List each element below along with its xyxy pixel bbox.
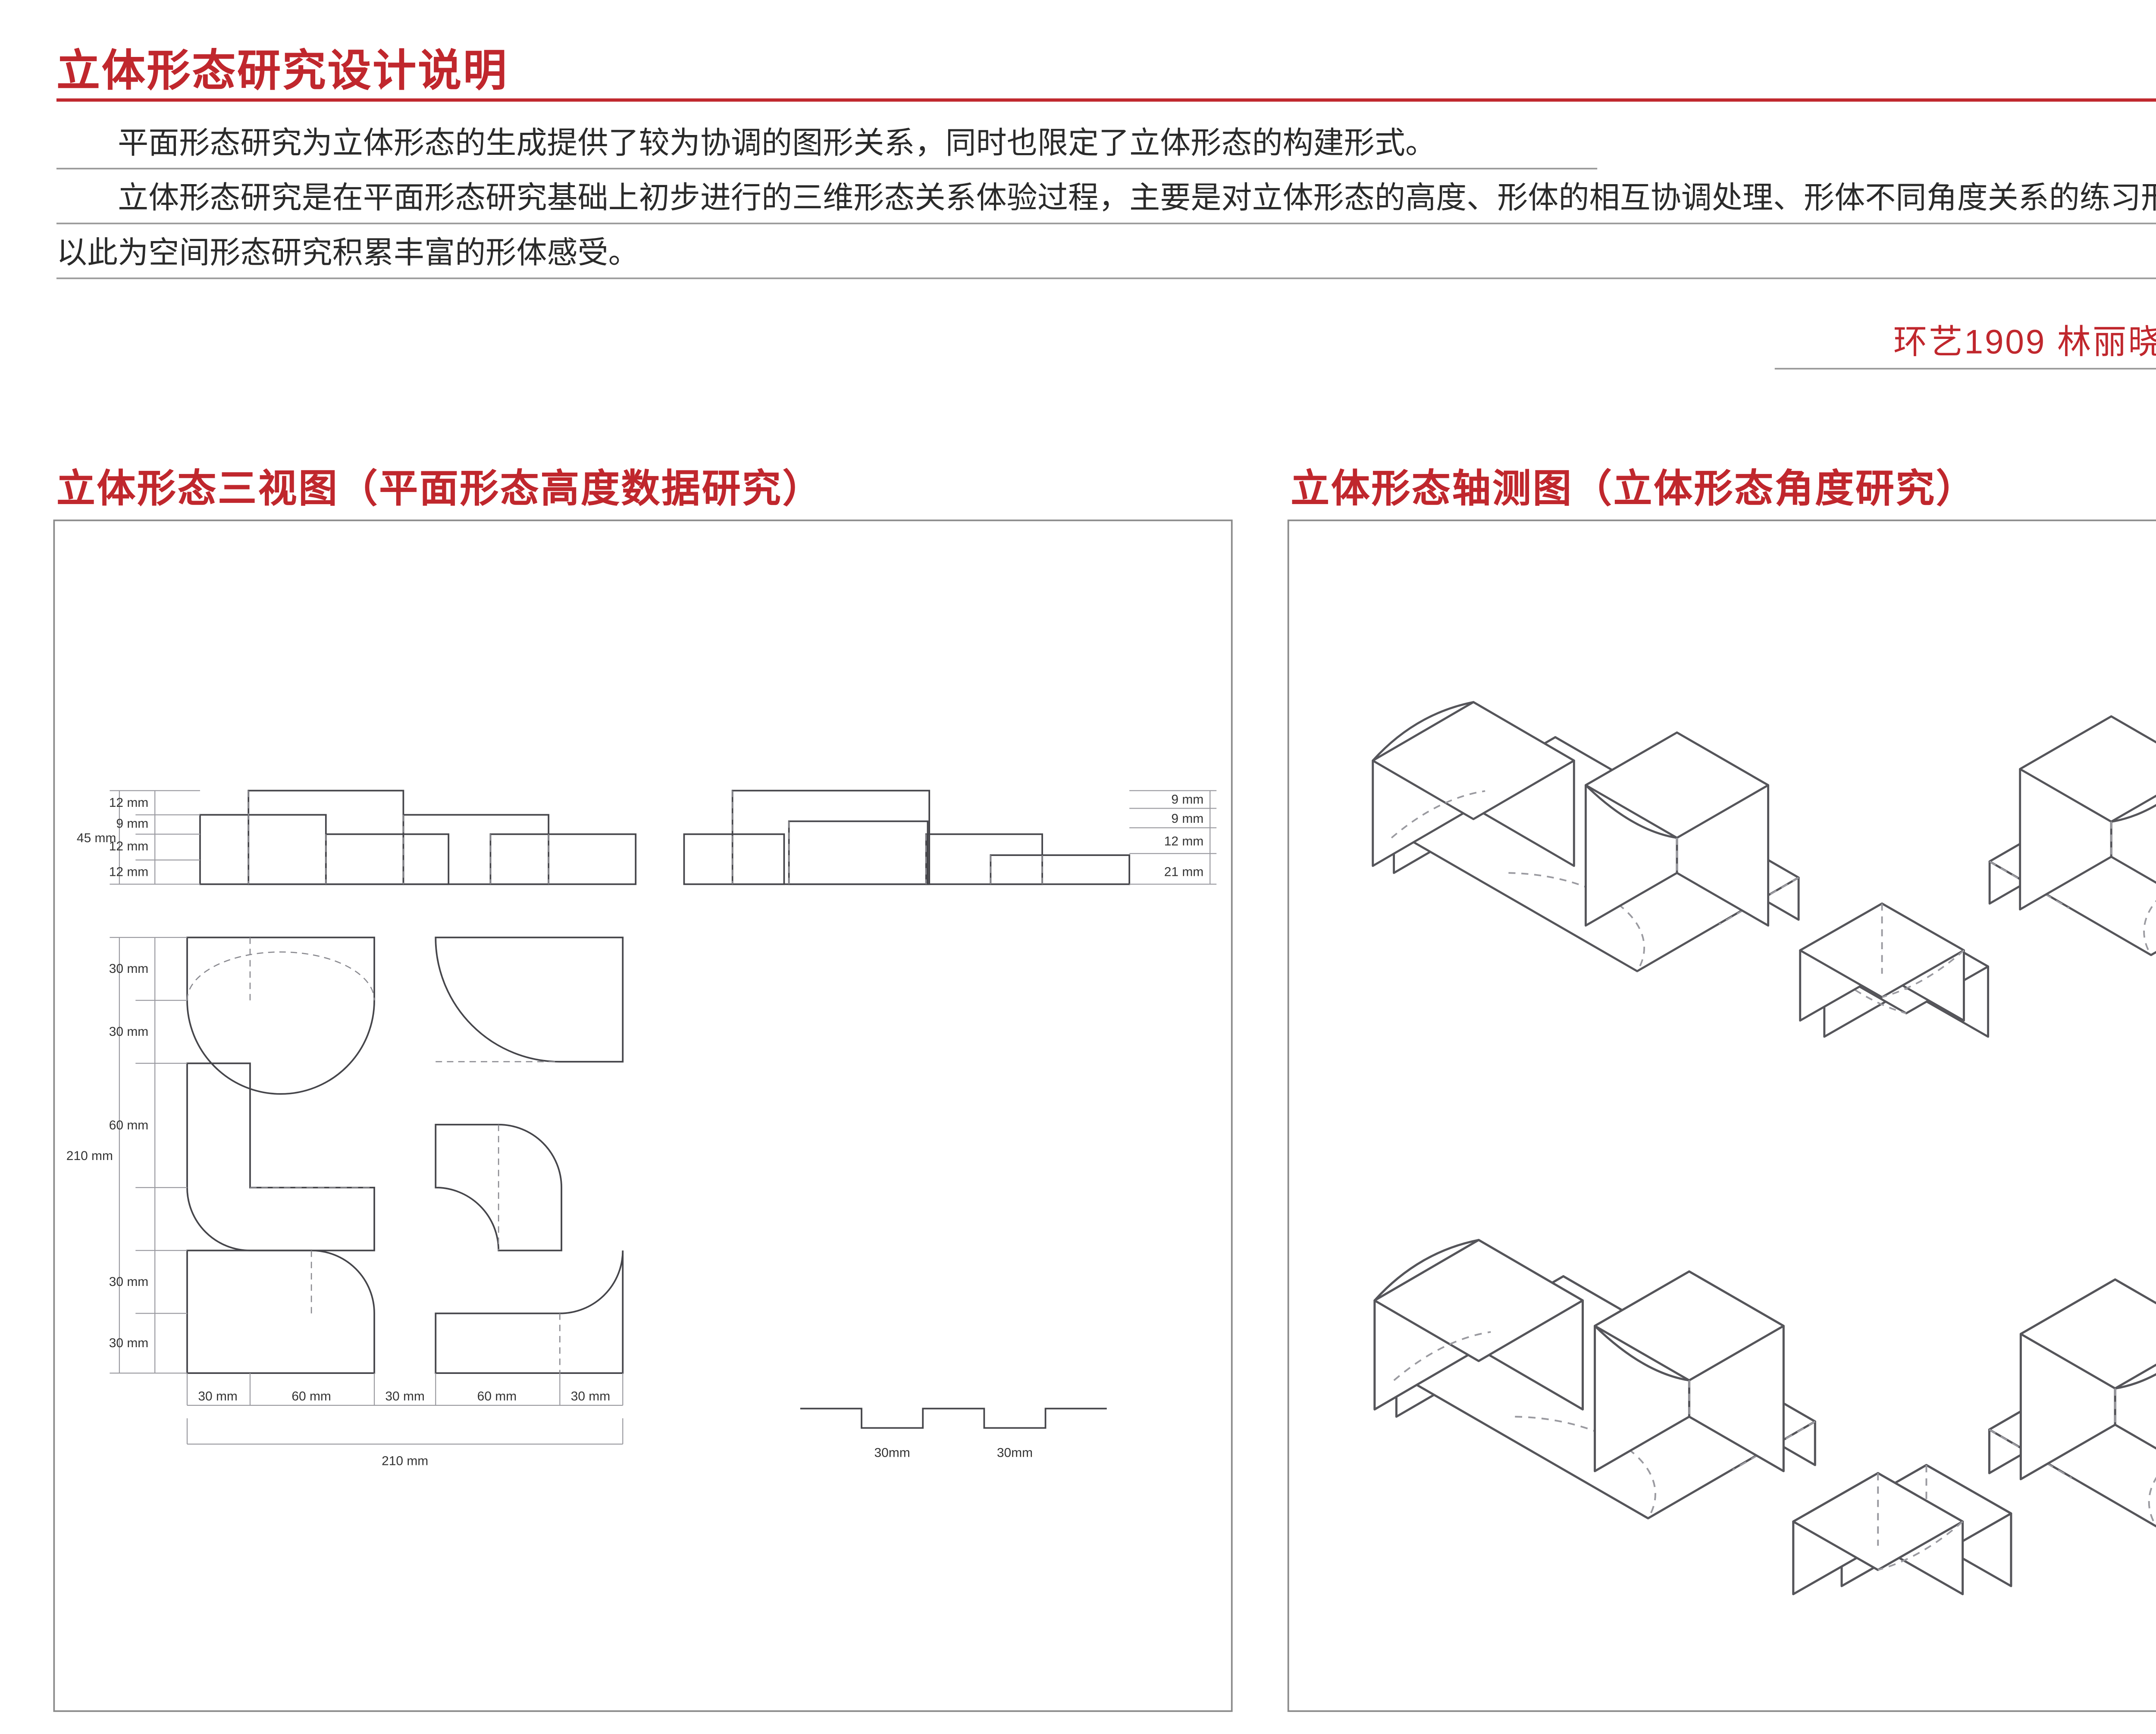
intro-paragraph-1: 平面形态研究为立体形态的生成提供了较为协调的图形关系，同时也限定了立体形态的构建…	[118, 127, 1436, 162]
front-elevation-drawing	[199, 790, 637, 885]
dimension-label: 21 mm	[1164, 865, 1203, 879]
dimension-label: 45 mm	[77, 831, 116, 845]
dimension-label: 60 mm	[477, 1389, 517, 1404]
dimension-label: 9 mm	[116, 816, 148, 831]
dimension-label: 12 mm	[109, 865, 148, 879]
intro-paragraph-2-line-2: 以此为空间形态研究积累丰富的形体感受。	[56, 237, 639, 271]
side-elevation-drawing	[683, 790, 1130, 885]
dimension-label: 9 mm	[1171, 792, 1203, 806]
author-byline: 环艺1909 林丽晓 201940407	[1893, 324, 2156, 362]
dimension-label: 9 mm	[1171, 812, 1203, 826]
title-rule	[56, 98, 2156, 102]
section-title-axonometric: 立体形态轴测图（立体形态角度研究）	[1291, 468, 1977, 512]
front-elevation-dimensions: 12 mm 9 mm 12 mm 12 mm 45 mm	[77, 790, 200, 885]
dimension-label: 30 mm	[198, 1389, 237, 1404]
plan-view-drawing	[186, 936, 624, 1374]
orthographic-drawing-canvas: 12 mm 9 mm 12 mm 12 mm 45 mm 9 mm 9 mm 1…	[66, 790, 1217, 1468]
section-title-orthographic: 立体形态三视图（平面形态高度数据研究）	[56, 468, 823, 512]
dimension-label: 30 mm	[109, 1275, 148, 1289]
dimension-label: 30 mm	[385, 1389, 424, 1404]
text-rule-2	[56, 223, 2156, 225]
dimension-label: 12 mm	[109, 796, 148, 810]
text-rule-1	[56, 168, 1598, 169]
axonometric-drawing-canvas	[1289, 521, 2156, 1711]
profile-drawing	[800, 1408, 1107, 1429]
byline-rule	[1774, 368, 2156, 370]
dimension-label: 210 mm	[66, 1149, 113, 1163]
plan-dimensions: 30 mm 30 mm 60 mm 30 mm 30 mm 210 mm 30 …	[66, 937, 624, 1468]
dimension-label: 210 mm	[382, 1454, 428, 1468]
dimension-label: 30mm	[874, 1446, 910, 1460]
page-title: 立体形态研究设计说明	[56, 47, 508, 95]
dimension-label: 60 mm	[109, 1118, 148, 1132]
intro-paragraph-2-line-1: 立体形态研究是在平面形态研究基础上初步进行的三维形态关系体验过程，主要是对立体形…	[118, 182, 2156, 216]
axonometric-panel	[1287, 519, 2156, 1712]
dimension-label: 60 mm	[291, 1389, 331, 1404]
dimension-label: 30 mm	[571, 1389, 610, 1404]
dimension-label: 30 mm	[109, 962, 148, 976]
dimension-label: 12 mm	[109, 839, 148, 853]
orthographic-panel: 12 mm 9 mm 12 mm 12 mm 45 mm 9 mm 9 mm 1…	[53, 519, 1233, 1712]
dimension-label: 30 mm	[109, 1336, 148, 1350]
dimension-label: 30 mm	[109, 1025, 148, 1039]
profile-dimensions: 30mm 30mm	[874, 1446, 1033, 1460]
dimension-label: 30mm	[997, 1446, 1033, 1460]
text-rule-3	[56, 277, 2156, 279]
dimension-label: 12 mm	[1164, 834, 1203, 849]
side-elevation-dimensions: 9 mm 9 mm 12 mm 21 mm	[1129, 790, 1217, 885]
